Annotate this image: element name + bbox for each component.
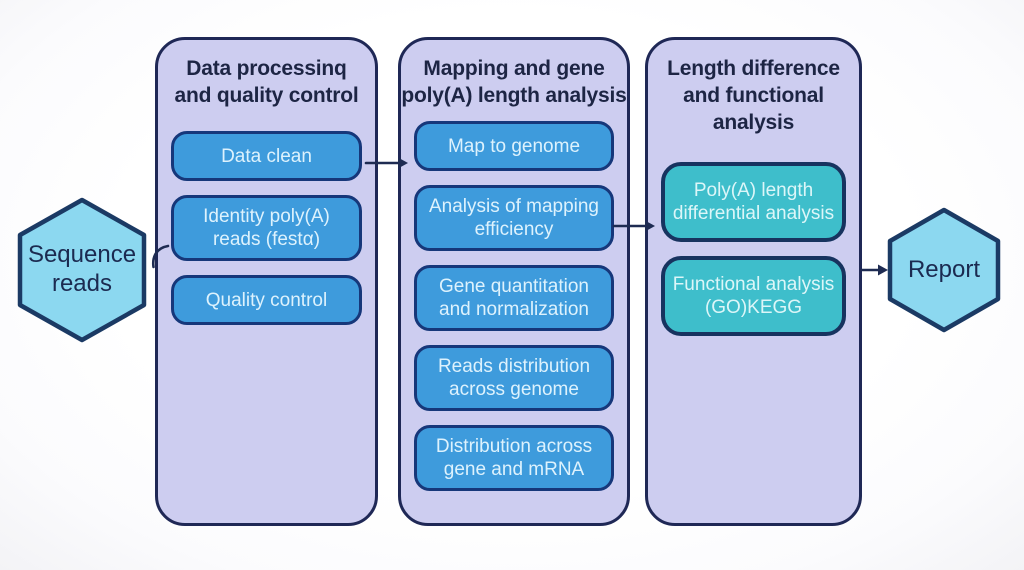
step-functional-analysis-go-kegg: Functional analysis (GO)KEGG (661, 256, 846, 336)
step-data-clean: Data clean (171, 131, 362, 181)
panel-title-line: Data processinq (186, 57, 347, 80)
sequence-reads-label: Sequence reads (27, 241, 137, 297)
hexagon-icon (887, 207, 1001, 333)
step-quality-control: Quality control (171, 275, 362, 325)
step-gene-quantitation-normalization: Gene quantitation and normalization (414, 265, 614, 331)
panel-title-line: Mapping and gene (423, 57, 605, 80)
panel-data-processing: Data processinq and quality control Data… (155, 37, 378, 526)
step-reads-distribution-genome: Reads distribution across genome (414, 345, 614, 411)
panel-title: Length difference and functional analysi… (667, 55, 840, 136)
report-node: Report (884, 206, 1004, 334)
step-distribution-gene-mrna: Distribution across gene and mRNA (414, 425, 614, 491)
report-label: Report (907, 255, 981, 283)
panel-title-line: and quality control (174, 84, 359, 107)
panel-length-functional: Length difference and functional analysi… (645, 37, 862, 526)
step-analysis-mapping-efficiency: Analysis of mapping efficiency (414, 185, 614, 251)
panel-title-line: poly(A) length analysis (401, 84, 627, 107)
panel-mapping-analysis: Mapping and gene poly(A) length analysis… (398, 37, 630, 526)
panel-title-line: analysis (712, 111, 795, 134)
step-identity-polya-reads: Identity poly(A) reads (festα) (171, 195, 362, 261)
panel-title: Data processinq and quality control (174, 55, 358, 109)
panel-title: Mapping and gene poly(A) length analysis (401, 55, 626, 109)
hexagon-icon (17, 197, 147, 343)
panel-title-line: Length difference (667, 57, 840, 80)
sequence-reads-node: Sequence reads (14, 196, 150, 344)
step-polya-length-differential: Poly(A) length differential analysis (661, 162, 846, 242)
step-map-to-genome: Map to genome (414, 121, 614, 171)
panel-title-line: and functional (683, 84, 824, 107)
